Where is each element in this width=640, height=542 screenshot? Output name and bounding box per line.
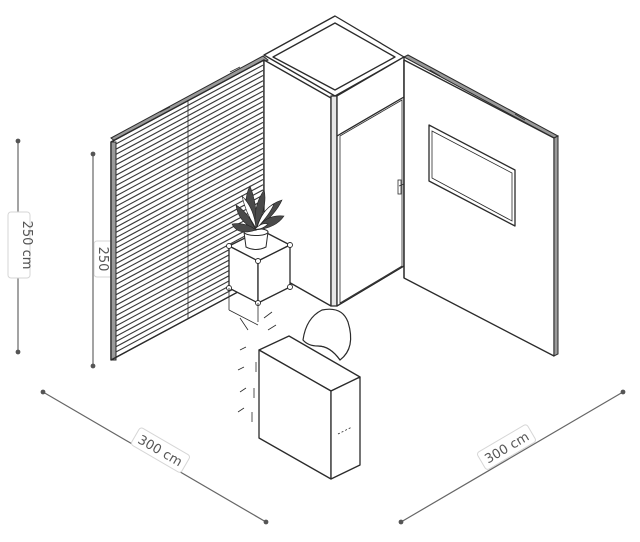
wall-slat bbox=[113, 205, 264, 286]
wall-slat bbox=[113, 116, 264, 198]
wall-slat bbox=[113, 111, 264, 193]
wall-slat bbox=[113, 163, 264, 245]
wall-slat bbox=[113, 132, 264, 214]
wall-slat bbox=[113, 137, 264, 219]
wall-slat bbox=[113, 127, 264, 208]
wall-slat bbox=[113, 184, 264, 266]
slatted-wall-panel bbox=[110, 55, 269, 361]
wall-slat bbox=[113, 158, 264, 240]
storage-room-with-door bbox=[263, 15, 405, 307]
door-handle bbox=[397, 179, 402, 195]
wall-slat bbox=[113, 85, 264, 167]
height-dimension-inner: 250 bbox=[90, 151, 115, 369]
wall-slat bbox=[113, 147, 264, 229]
wall-slat bbox=[113, 95, 264, 177]
wall-slat bbox=[113, 64, 264, 146]
height-outer-label: 250 cm bbox=[19, 221, 34, 270]
height-inner-label: 250 bbox=[95, 247, 110, 272]
height-dimension-outer: 250 cm bbox=[7, 138, 34, 355]
wall-slat bbox=[113, 90, 264, 172]
wall-slat bbox=[113, 106, 264, 188]
width-dimension-left: 300 cm bbox=[40, 389, 269, 525]
wall-slat bbox=[113, 75, 264, 156]
width-dimension-right: 300 cm bbox=[398, 389, 626, 525]
potted-plant bbox=[231, 185, 285, 250]
wall-slat bbox=[113, 173, 264, 255]
wall-slat bbox=[113, 153, 264, 234]
plain-wall-panel bbox=[402, 54, 560, 357]
wall-slat bbox=[113, 220, 264, 302]
wall-slat bbox=[113, 101, 264, 182]
wall-slat bbox=[113, 225, 264, 307]
wall-slat bbox=[113, 69, 264, 151]
reception-counter bbox=[251, 335, 361, 480]
wall-slat bbox=[113, 189, 264, 271]
wall-slat bbox=[113, 80, 264, 162]
wall-slat bbox=[113, 121, 264, 203]
wall-slat bbox=[113, 142, 264, 224]
wall-slat bbox=[113, 179, 264, 260]
shell-chair bbox=[302, 308, 352, 361]
wall-slat bbox=[113, 168, 264, 250]
wall-mounted-screen bbox=[428, 124, 516, 227]
